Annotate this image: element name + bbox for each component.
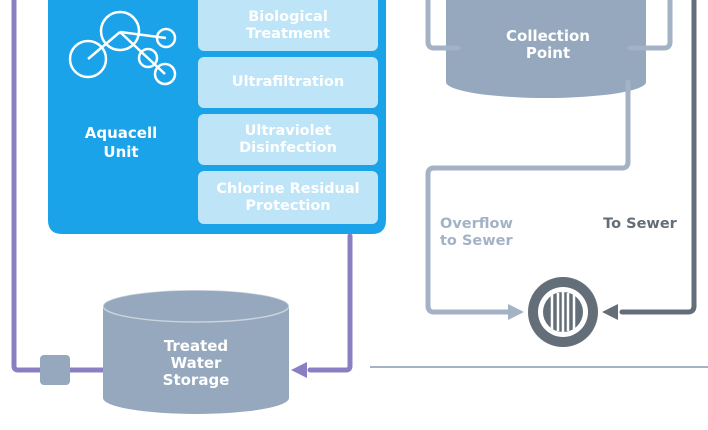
treated-water-tank: [102, 289, 290, 414]
sewer-arrowhead: [602, 304, 618, 320]
stage-label: Ultraviolet Disinfection: [239, 122, 337, 156]
inflow-arrowhead: [291, 362, 307, 378]
collection-point-label: Collection Point: [506, 27, 590, 62]
treated-water-label: Treated Water Storage: [162, 337, 230, 389]
overflow-arrowhead: [508, 304, 524, 320]
molecule-icon: [68, 10, 177, 86]
stage-label: Ultrafiltration: [231, 74, 345, 90]
sewer-drain-icon: [528, 277, 598, 347]
valve-box: [40, 355, 70, 385]
purple-pipes: [11, 0, 353, 373]
aquacell-unit-label: Aquacell Unit: [84, 124, 158, 161]
to-sewer-label: To Sewer: [603, 216, 677, 232]
stage-label: Biological Treatment: [245, 8, 331, 42]
stage-ultrafiltration: Ultrafiltration: [198, 57, 378, 108]
stage-biological-treatment: Biological Treatment: [198, 0, 378, 51]
stage-chlorine-residual-protection: Chlorine Residual Protection: [198, 171, 378, 224]
stage-label: Chlorine Residual Protection: [216, 180, 360, 214]
overflow-label: Overflow to Sewer: [440, 216, 513, 249]
collection-tank: [446, 0, 646, 98]
stage-ultraviolet-disinfection: Ultraviolet Disinfection: [198, 114, 378, 165]
collection-pipes: [425, 0, 697, 315]
